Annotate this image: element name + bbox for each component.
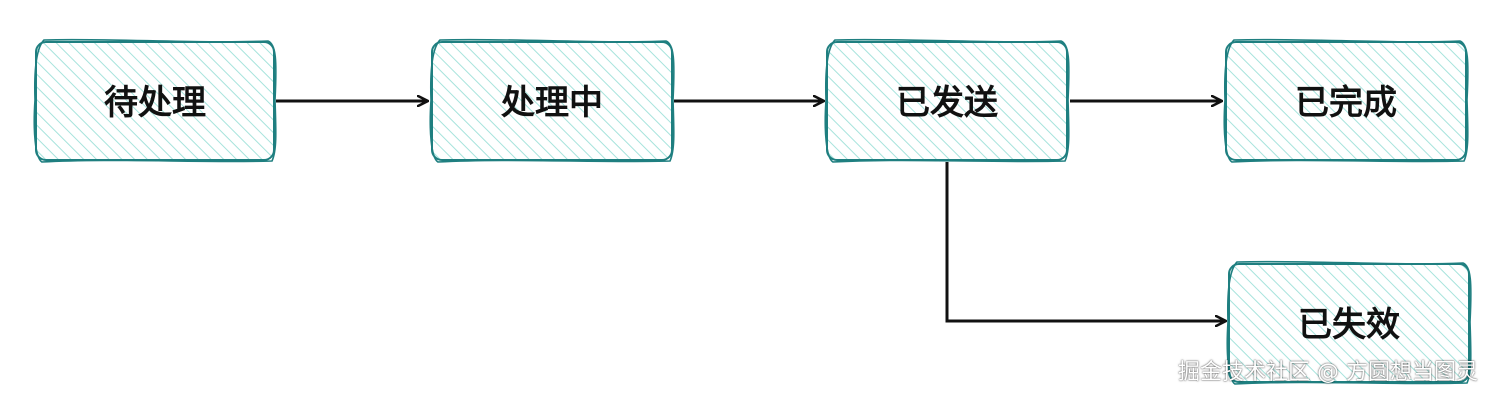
node-sketch-outline — [1226, 260, 1472, 385]
node-sketch-outline — [33, 38, 277, 163]
node-sketch-outline — [824, 38, 1070, 163]
arrow-sent-to-expired — [945, 162, 1226, 321]
node-sketch-outline — [429, 38, 675, 163]
node-expired: 已失效 — [1226, 260, 1472, 385]
node-label-sent: 已发送 — [896, 83, 998, 123]
watermark-text: 掘金技术社区 @ 方圆想当图灵 — [1178, 360, 1478, 385]
node-sent: 已发送 — [824, 38, 1070, 163]
node-label-processing: 处理中 — [500, 83, 603, 123]
node-label-expired: 已失效 — [1298, 305, 1400, 345]
edges — [276, 101, 1226, 321]
node-completed: 已完成 — [1223, 38, 1469, 163]
node-label-pending: 待处理 — [104, 83, 206, 123]
node-sketch-outline — [1223, 38, 1469, 163]
node-label-completed: 已完成 — [1295, 83, 1397, 123]
node-pending: 待处理 — [33, 38, 277, 163]
node-processing: 处理中 — [429, 38, 675, 163]
